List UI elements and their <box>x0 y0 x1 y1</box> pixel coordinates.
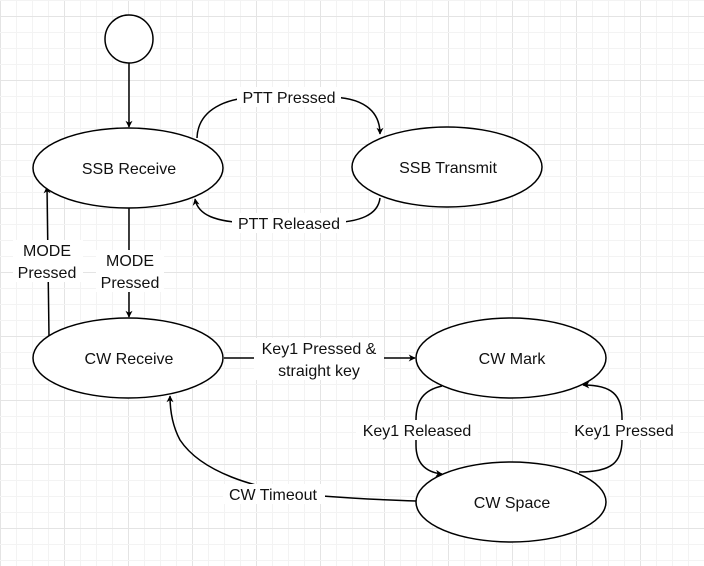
state-cw-receive-label: CW Receive <box>85 351 174 368</box>
initial-state-circle[interactable] <box>104 14 154 64</box>
transition-mode-to-ssb-label-line2: Pressed <box>18 265 77 282</box>
transition-key1-straight[interactable]: Key1 Pressed & straight key <box>224 338 416 380</box>
label-bg <box>13 240 83 282</box>
state-cw-space-shape[interactable] <box>415 461 607 543</box>
state-ssb-receive[interactable]: SSB Receive <box>32 127 224 209</box>
state-cw-space-label: CW Space <box>474 495 551 512</box>
label-bg <box>568 420 680 440</box>
transition-mode-to-cw[interactable]: MODE Pressed <box>96 208 164 318</box>
state-cw-space[interactable]: CW Space <box>415 461 607 543</box>
state-ssb-transmit[interactable]: SSB Transmit <box>351 126 543 208</box>
label-bg <box>356 420 478 440</box>
transition-cw-timeout-label: CW Timeout <box>229 487 318 504</box>
transition-mode-to-ssb[interactable]: MODE Pressed <box>13 186 83 337</box>
label-bg <box>96 250 164 292</box>
label-bg <box>237 87 341 107</box>
transition-ptt-released[interactable]: PTT Released <box>192 197 381 233</box>
transition-key1-straight-label-line1: Key1 Pressed & <box>262 341 377 358</box>
label-bg <box>223 484 325 504</box>
transition-ptt-pressed[interactable]: PTT Pressed <box>196 87 384 139</box>
state-ssb-receive-shape[interactable] <box>32 127 224 209</box>
state-ssb-receive-label: SSB Receive <box>82 161 176 178</box>
transition-key1-released-label: Key1 Released <box>363 423 472 440</box>
state-cw-mark-label: CW Mark <box>479 351 547 368</box>
state-cw-mark-shape[interactable] <box>415 317 607 399</box>
initial-state[interactable] <box>104 14 154 64</box>
transition-mode-to-cw-label-line1: MODE <box>106 253 154 270</box>
state-cw-mark[interactable]: CW Mark <box>415 317 607 399</box>
state-ssb-transmit-shape[interactable] <box>351 126 543 208</box>
transition-mode-to-ssb-label-line1: MODE <box>23 243 71 260</box>
transition-ptt-pressed-label: PTT Pressed <box>242 90 335 107</box>
state-ssb-transmit-label: SSB Transmit <box>399 160 497 177</box>
label-bg <box>232 213 346 233</box>
transition-cw-timeout[interactable]: CW Timeout <box>166 395 417 504</box>
transition-key1-released[interactable]: Key1 Released <box>356 385 478 477</box>
label-bg <box>254 338 384 380</box>
transition-key1-straight-label-line2: straight key <box>278 363 360 380</box>
state-cw-receive-shape[interactable] <box>32 317 224 399</box>
transition-key1-pressed-label: Key1 Pressed <box>574 423 674 440</box>
transition-ptt-released-label: PTT Released <box>238 216 340 233</box>
transition-key1-pressed[interactable]: Key1 Pressed <box>568 381 680 473</box>
state-cw-receive[interactable]: CW Receive <box>32 317 224 399</box>
transition-cw-timeout-arrow[interactable] <box>166 395 417 502</box>
transition-mode-to-cw-label-line2: Pressed <box>101 275 160 292</box>
